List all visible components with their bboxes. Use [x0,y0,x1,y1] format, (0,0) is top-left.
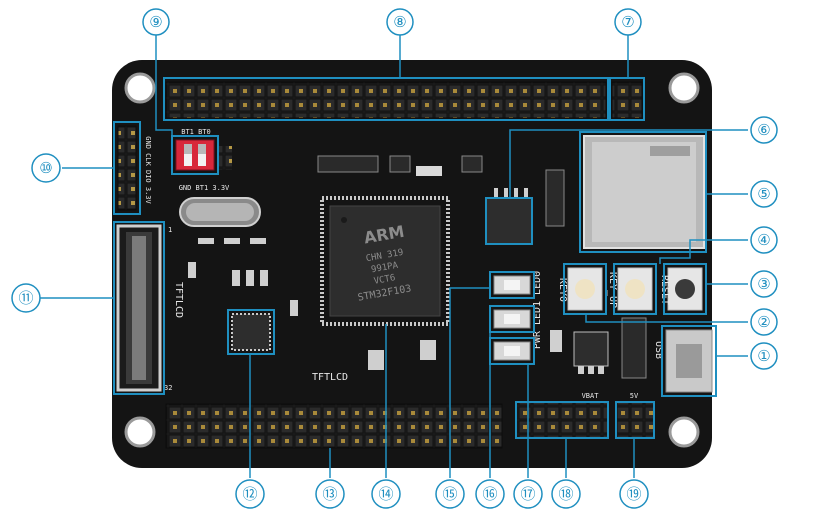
callout-13: ⑬ [315,479,345,509]
button-key0: KEY0 [557,267,603,311]
svg-text:⑤: ⑤ [757,185,770,203]
callout-10: ⑩ [31,153,61,183]
top-power-header [611,81,643,119]
key-up-silk: KEY_UP [607,272,618,308]
fpc-pin-32: 32 [164,384,172,392]
callout-16: ⑯ [475,479,505,509]
5v-silk: 5V [630,392,639,400]
callout-2: ② [750,308,778,336]
passive-components [188,155,647,379]
power-led [493,341,531,361]
svg-text:⑩: ⑩ [39,159,52,177]
chip-marking-2: VCT6 [373,273,396,287]
svg-text:⑨: ⑨ [149,13,162,31]
sop8-chip [231,313,271,351]
tftlcd-vertical-silk: TFTLCD [173,282,184,318]
tft-fpc-connector: 1 32 TFTLCD [116,224,184,392]
boot-silk-top: BT1 BT0 [181,128,211,136]
extra-io-header: VBAT [515,392,609,439]
callout-11: ⑪ [11,283,41,313]
vbat-silk: VBAT [582,392,600,400]
callout-9: ⑨ [142,8,170,36]
chip-marking-3: 991PA [370,261,399,276]
bottom-pin-header: TFTLCD [165,372,503,449]
svg-text:⑯: ⑯ [482,485,497,503]
mount-hole-bottom-right [668,416,700,448]
svg-text:⑫: ⑫ [242,485,257,503]
callout-17: ⑰ [513,479,543,509]
callout-5: ⑤ [750,180,778,208]
voltage-regulator [573,331,609,374]
leader-lines [40,34,748,478]
button-reset: RESET [659,267,703,311]
svg-text:⑥: ⑥ [757,121,770,139]
svg-text:①: ① [757,347,770,365]
mount-hole-top-left [124,72,156,104]
svg-text:⑮: ⑮ [442,485,457,503]
svg-text:⑭: ⑭ [378,485,393,503]
led1 [493,309,531,329]
callout-19: ⑲ [619,479,649,509]
svg-text:⑱: ⑱ [558,485,573,503]
usb-silk: USB [653,341,664,359]
callout-3: ③ [750,270,778,298]
svg-text:⑦: ⑦ [621,13,634,31]
svg-text:⑬: ⑬ [322,485,337,503]
button-key-up: KEY_UP [607,267,653,311]
callout-12: ⑫ [235,479,265,509]
callout-1: ① [750,342,778,370]
top-pin-header [165,81,607,119]
callout-14: ⑭ [371,479,401,509]
callout-markers: ① ② ③ ④ ⑤ ⑥ ⑦ ⑧ ⑨ ⑩ ⑪ ⑫ ⑬ ⑭ ⑮ ⑯ ⑰ ⑱ ⑲ [11,8,778,509]
fpc-pin-one: 1 [168,226,172,234]
crystal-oscillator [179,197,266,244]
callout-8: ⑧ [386,8,414,36]
svg-text:⑪: ⑪ [18,289,33,307]
callout-18: ⑱ [551,479,581,509]
mcu-chip: ARM CHN 319 991PA VCT6 STM32F103 [320,196,450,326]
svg-text:⑧: ⑧ [393,13,406,31]
power-5v-header: 5V [615,392,655,439]
highlight-boxes [113,77,717,397]
callout-6: ⑥ [750,116,778,144]
svg-text:②: ② [757,313,770,331]
svg-text:⑲: ⑲ [626,485,641,503]
svg-text:⑰: ⑰ [520,485,535,503]
tftlcd-bottom-silk: TFTLCD [312,372,348,383]
led0 [493,275,531,295]
usb-connector: USB [653,329,713,393]
boot-dip-switch: BT1 BT0 GND BT1 3.3V [175,128,232,192]
swd-header: GND CLK DIO 3.3V [117,125,152,211]
callout-7: ⑦ [614,8,642,36]
boot-silk-bottom: GND BT1 3.3V [179,184,230,192]
mount-hole-bottom-left [124,416,156,448]
svg-text:③: ③ [757,275,770,293]
led-silk: PWR LED1 LED0 [532,271,543,349]
callout-15: ⑮ [435,479,465,509]
swd-silkscreen: GND CLK DIO 3.3V [144,136,152,204]
mount-hole-top-right [668,72,700,104]
callout-4: ④ [750,226,778,254]
svg-text:④: ④ [757,231,770,249]
sd-card-slot [583,135,705,249]
key0-silk: KEY0 [557,278,568,302]
